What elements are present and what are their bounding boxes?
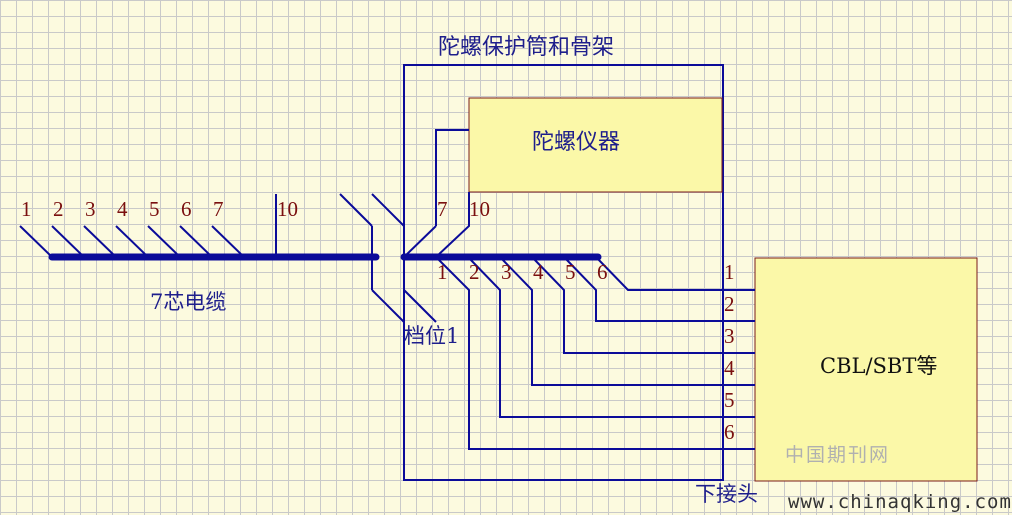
pin-number-6: 6 [724, 420, 735, 444]
gyro-wire-7 [435, 129, 469, 226]
pin-number-1: 1 [724, 260, 735, 284]
core-number-4: 4 [117, 197, 128, 221]
core-wire-6 [179, 225, 213, 258]
core-number-6: 6 [181, 197, 192, 221]
gyro-instrument-label: 陀螺仪器 [532, 130, 621, 155]
core-number-5: 5 [149, 197, 160, 221]
gyro-wire-number-7: 7 [437, 197, 448, 221]
gyro-wire-number-10: 10 [469, 197, 490, 221]
core-number-7: 7 [213, 197, 224, 221]
core-wire-3 [83, 225, 117, 258]
core-number-1: 1 [21, 197, 32, 221]
watermark-cn: 中国期刊网 [785, 444, 891, 466]
core-wire-4 [115, 225, 149, 258]
lower-connector-label: 下接头 [695, 482, 758, 506]
core-wire-2 [51, 225, 85, 258]
pin-number-3: 3 [724, 324, 735, 348]
core-wire-5 [147, 225, 181, 258]
inner-core-1 [435, 256, 755, 450]
watermark-url: www.chinaqking.com [788, 491, 1012, 513]
gyro-wire-10 [435, 192, 470, 258]
inner-core-5 [563, 256, 755, 322]
switch-contact-lower-2 [403, 289, 437, 323]
inner-core-6 [595, 256, 755, 291]
cable-label: 7芯电缆 [150, 290, 227, 314]
switch-blade [403, 225, 437, 258]
enclosure-frame [403, 64, 724, 481]
inner-core-number-1: 1 [437, 260, 448, 284]
inner-core-number-3: 3 [501, 260, 512, 284]
enclosure-title: 陀螺保护筒和骨架 [438, 35, 615, 60]
core-number-2: 2 [53, 197, 64, 221]
gyro-instrument-box [468, 97, 723, 193]
inner-core-number-6: 6 [597, 260, 608, 284]
switch-contact-lower-1 [371, 289, 405, 323]
core-number-3: 3 [85, 197, 96, 221]
inner-core-3 [499, 256, 755, 386]
core-number-10: 10 [277, 197, 298, 221]
core-wire-1 [19, 225, 53, 258]
gear-position-label: 档位1 [404, 324, 460, 348]
pin-number-4: 4 [724, 356, 735, 380]
device-box [754, 257, 978, 482]
switch-contact-upper-2 [371, 193, 405, 227]
device-box-label: CBL/SBT等 [820, 354, 938, 378]
pin-number-5: 5 [724, 388, 735, 412]
inner-core-2 [467, 256, 755, 418]
inner-core-number-2: 2 [469, 260, 480, 284]
inner-core-number-5: 5 [565, 260, 576, 284]
switch-contact-upper-1 [339, 193, 373, 227]
inner-core-number-4: 4 [533, 260, 544, 284]
core-wire-7 [211, 225, 245, 258]
inner-core-4 [531, 256, 755, 354]
pin-number-2: 2 [724, 292, 735, 316]
